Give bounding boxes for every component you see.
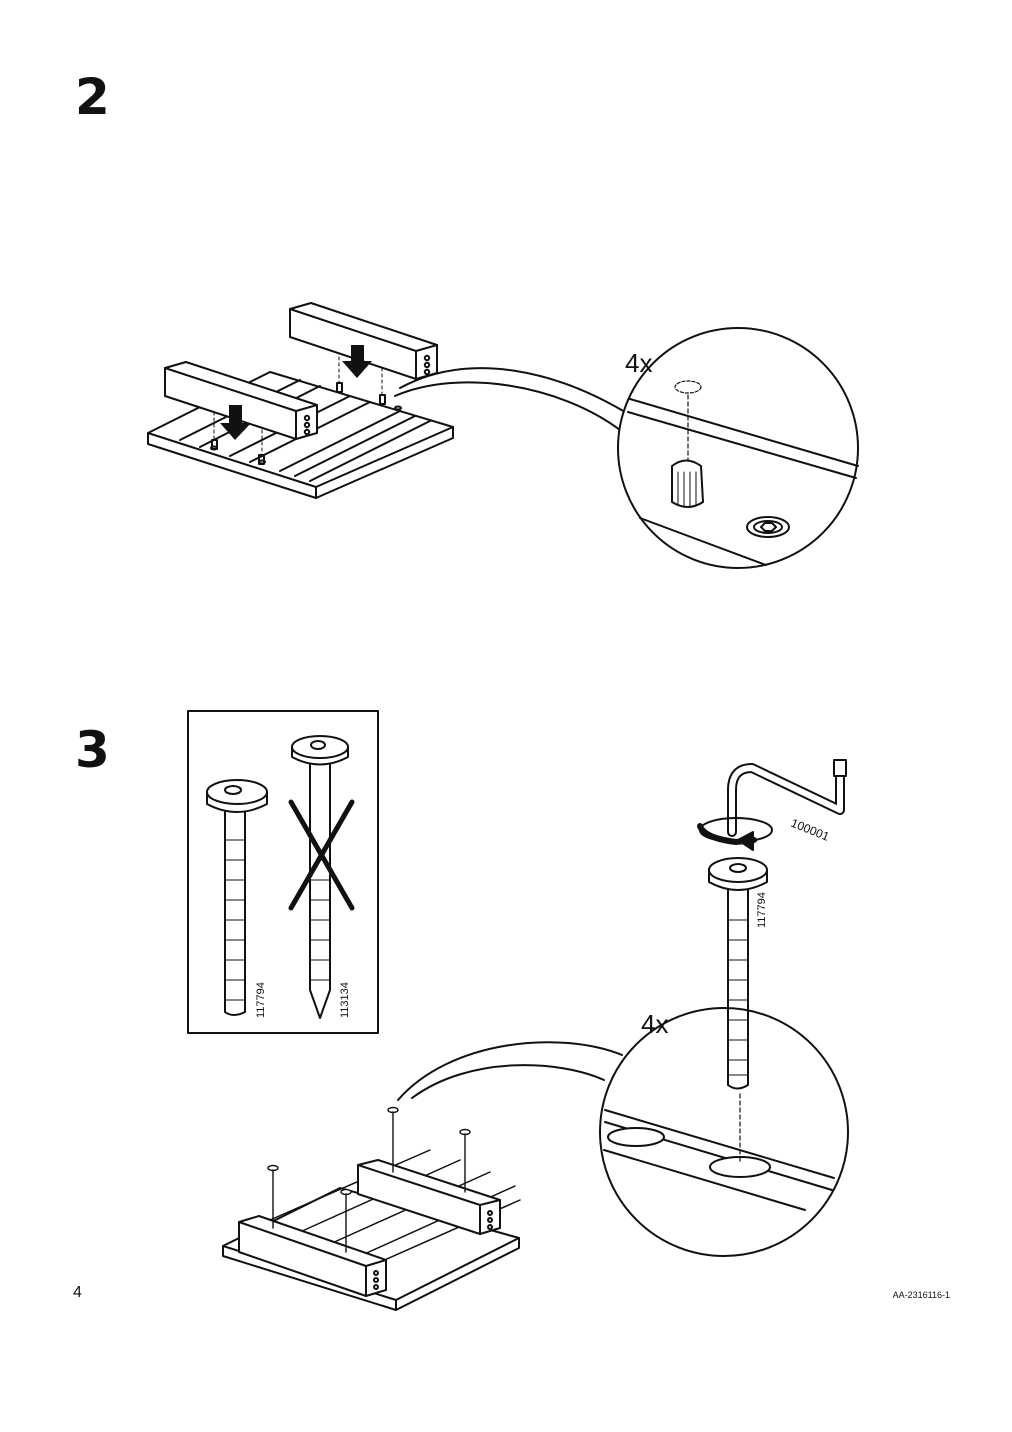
- correct-bolt-part-number: 117794: [255, 982, 267, 1018]
- document-code: AA-2316116-1: [892, 1290, 950, 1300]
- page-number: 4: [73, 1284, 82, 1301]
- step-3-quantity-label: 4x: [641, 1009, 668, 1039]
- step-3-frame-illustration: [222, 1106, 521, 1311]
- allen-key-part-number: 100001: [789, 816, 832, 844]
- bolt-icon: [267, 1106, 471, 1253]
- allen-key-icon: [727, 759, 847, 837]
- step-2-frame-illustration: [147, 302, 454, 499]
- detail-bolt-part-number: 117794: [756, 892, 768, 928]
- step-3-number: 3: [75, 721, 110, 779]
- dowel-icon: [671, 459, 704, 508]
- step-2-detail-circle: [617, 327, 859, 569]
- cross-out-icon: [288, 799, 355, 911]
- step-3-detail-circle: [599, 1007, 849, 1257]
- dowel-icon: [379, 394, 386, 405]
- bolt-icon: [708, 857, 768, 1090]
- bolt-comparison-box: [187, 710, 379, 1034]
- wrong-bolt-part-number: 113134: [339, 982, 351, 1018]
- down-arrow-icon: [342, 345, 372, 378]
- dowel-icon: [211, 439, 218, 450]
- dowel-icon: [336, 382, 343, 393]
- step-2-number: 2: [75, 68, 110, 126]
- bolt-icon: [206, 779, 268, 1016]
- bolt-icon: [291, 735, 349, 1019]
- step-2-quantity-label: 4x: [625, 348, 652, 378]
- rotate-arrow-icon: [697, 817, 773, 851]
- down-arrow-icon: [220, 405, 251, 440]
